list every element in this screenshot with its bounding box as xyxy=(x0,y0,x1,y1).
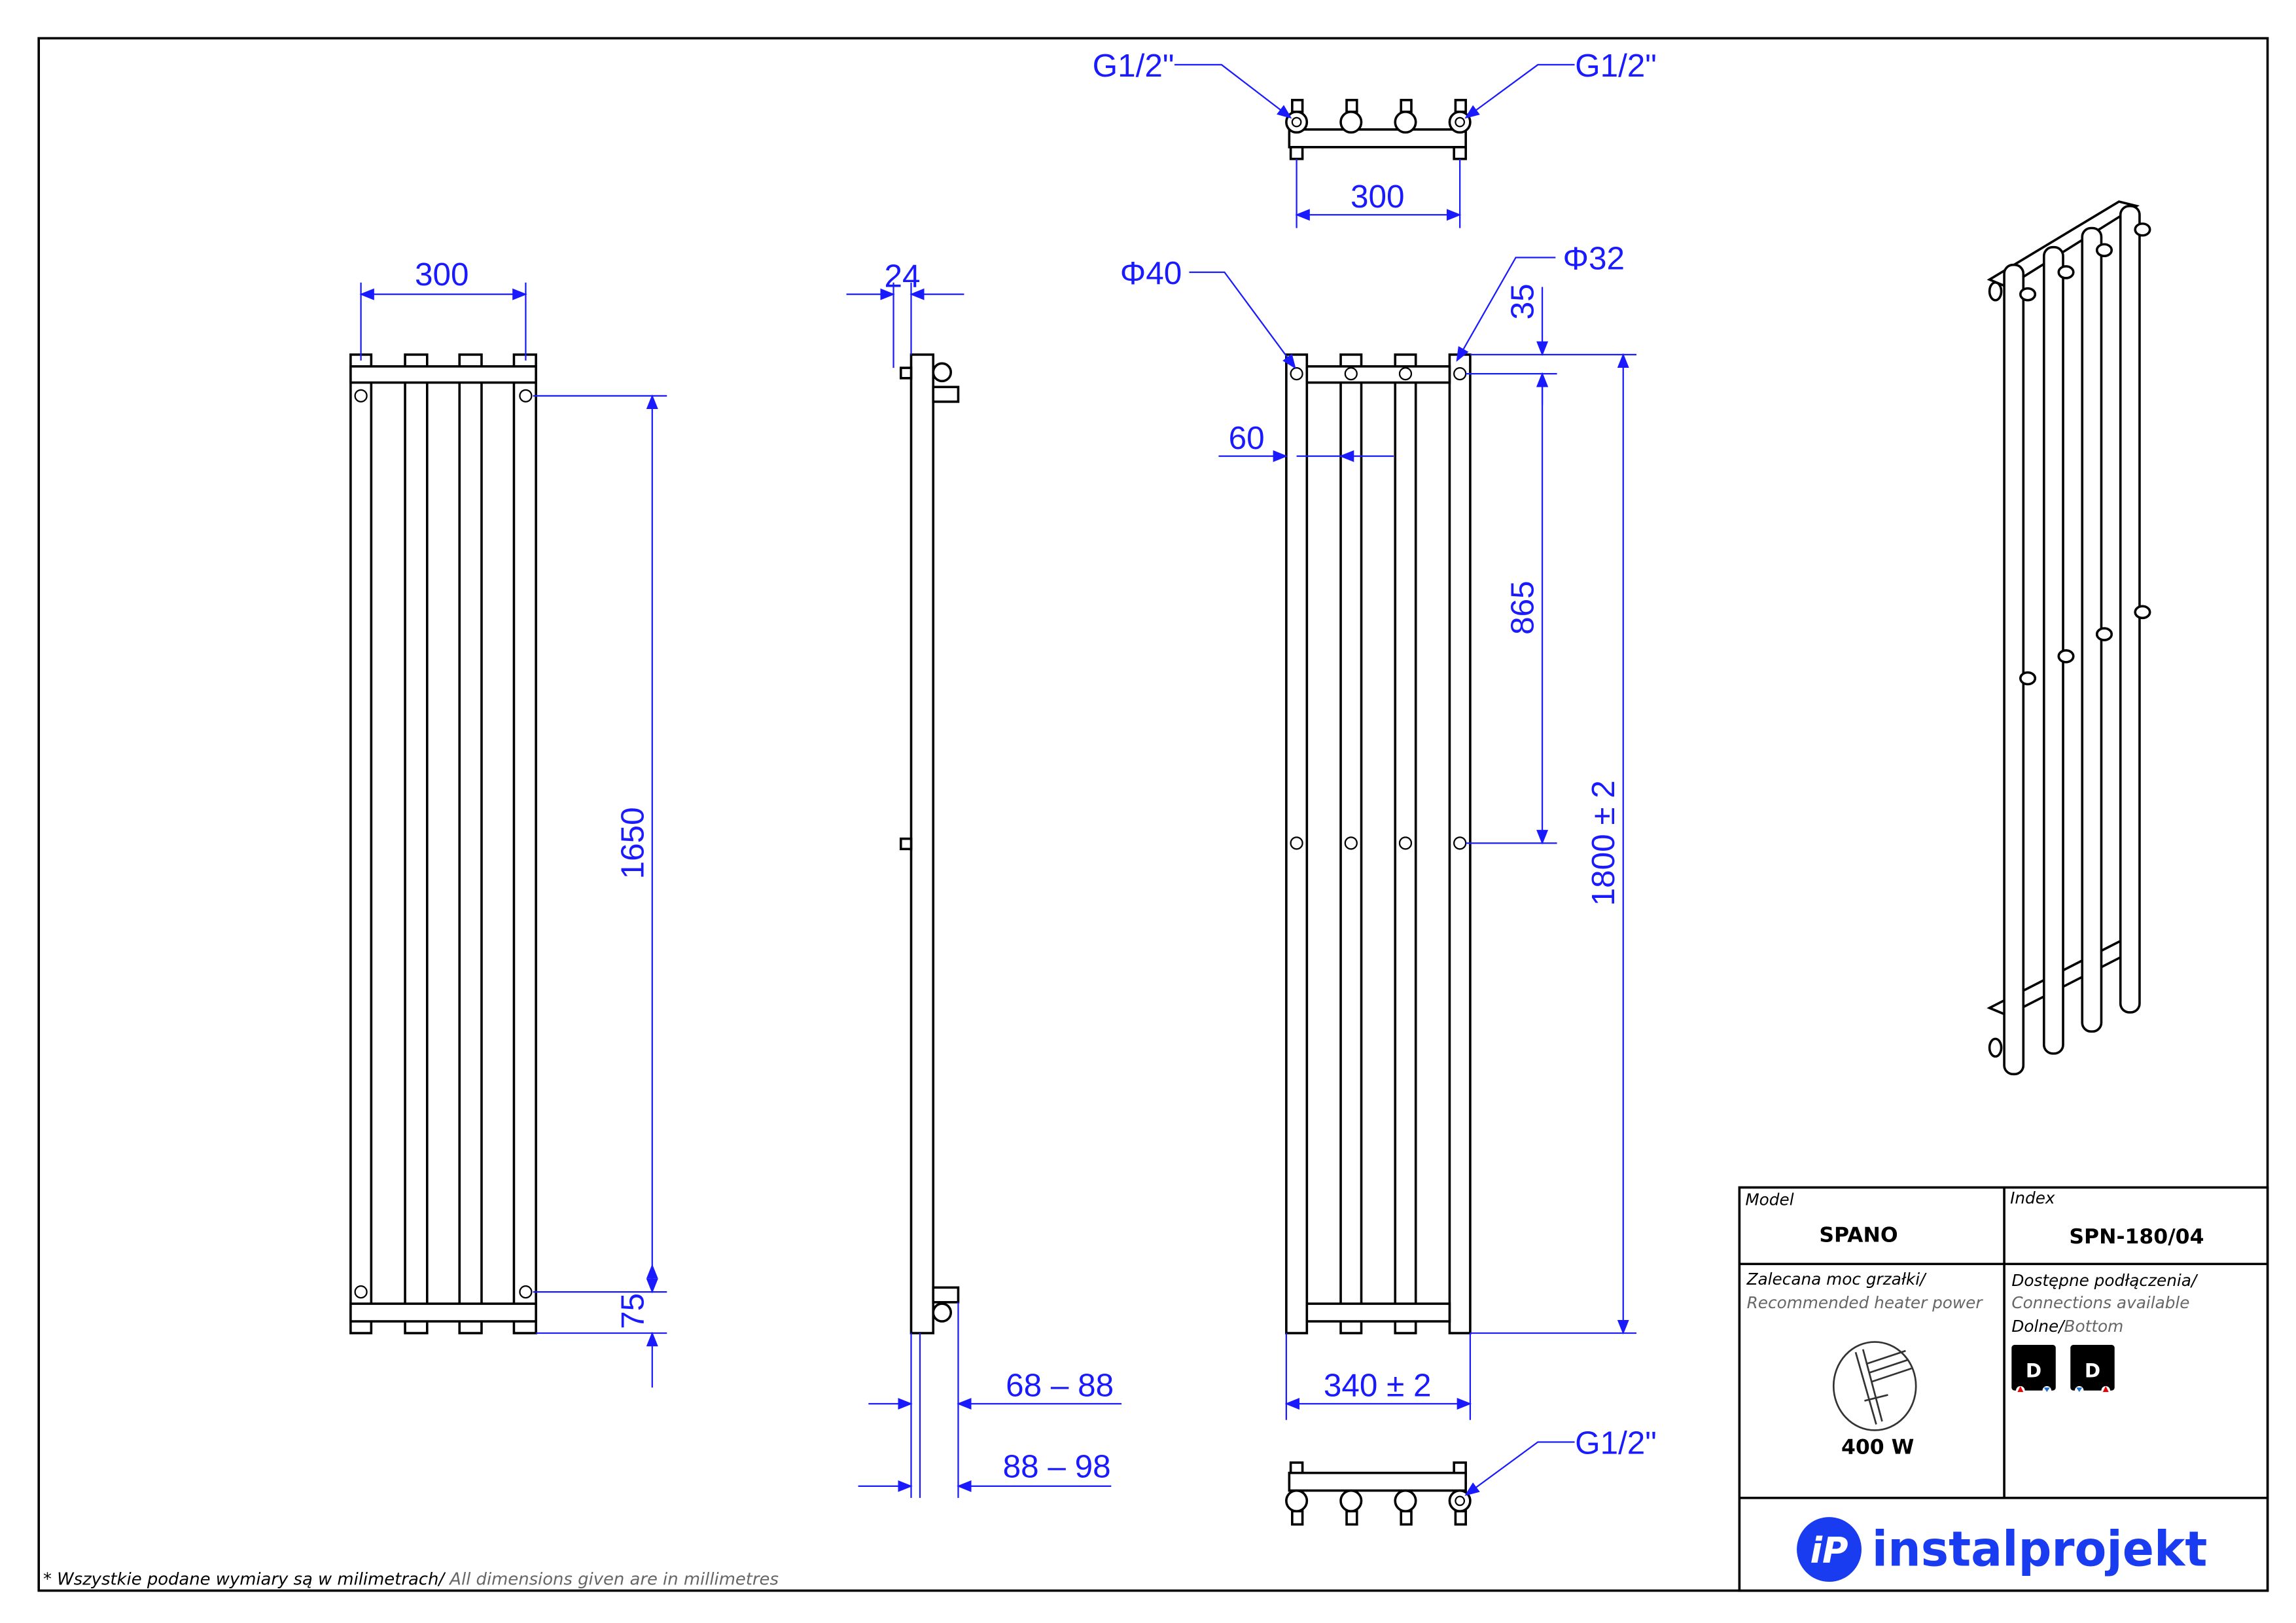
heater-label-en: Recommended heater power xyxy=(1747,1293,1984,1312)
dim-bracket-spacing: 865 xyxy=(1505,580,1541,635)
isometric-view xyxy=(1987,200,2151,1076)
dim-thread-right: G1/2" xyxy=(1575,48,1657,84)
top-view: G1/2" G1/2" 300 xyxy=(1093,48,1657,228)
dim-top-width: 300 xyxy=(1351,179,1405,215)
connections-label-pl: Dostępne podłączenia/ xyxy=(2011,1271,2199,1290)
svg-text:D: D xyxy=(2026,1360,2041,1382)
title-block: Model SPANO Index SPN-180/04 Zalecana mo… xyxy=(1738,1186,2269,1592)
dim-pipe-diameter: Φ40 xyxy=(1120,255,1182,291)
dim-top-offset: 35 xyxy=(1505,283,1541,319)
dim-thread-left: G1/2" xyxy=(1093,48,1174,84)
svg-text:D: D xyxy=(2085,1360,2100,1382)
dim-pipe-spacing: 60 xyxy=(1229,420,1265,456)
dim-side-depth: 24 xyxy=(885,258,921,294)
heater-icon xyxy=(1832,1341,1917,1431)
dim-thread-bottom: G1/2" xyxy=(1575,1425,1657,1461)
dim-front-height: 1650 xyxy=(614,807,650,879)
index-label: Index xyxy=(2010,1188,2055,1207)
dim-side-offset-2: 88 – 98 xyxy=(1003,1448,1111,1484)
rear-view: Φ40 Φ32 60 35 865 1800 ± 2 340 ± 2 xyxy=(1120,240,1636,1420)
drawing-frame xyxy=(37,37,2269,1592)
svg-text:iP: iP xyxy=(1810,1530,1848,1571)
model-value: SPANO xyxy=(1819,1224,1898,1247)
front-view: 300 1650 75 xyxy=(349,257,667,1388)
dim-connector-diameter: Φ32 xyxy=(1563,240,1625,276)
heater-power: 400 W xyxy=(1841,1435,1914,1459)
side-view: 24 68 – 88 88 – 98 xyxy=(846,258,1122,1498)
dim-total-width: 340 ± 2 xyxy=(1324,1368,1432,1404)
brand-name: instalprojekt xyxy=(1872,1521,2208,1577)
dim-front-bottom: 75 xyxy=(614,1293,650,1329)
connections-label-en: Connections available xyxy=(2011,1293,2189,1312)
connection-badge-1: D xyxy=(2011,1345,2056,1395)
model-label: Model xyxy=(1745,1190,1793,1209)
connections-type: Dolne/Bottom xyxy=(2011,1317,2123,1336)
dim-total-height: 1800 ± 2 xyxy=(1585,780,1621,906)
instalprojekt-logo: iP instalprojekt xyxy=(1797,1517,2207,1582)
dim-front-width: 300 xyxy=(415,257,469,293)
bottom-view: G1/2" xyxy=(1285,1425,1657,1526)
connection-badge-2: D xyxy=(2070,1345,2115,1395)
dim-side-offset-1: 68 – 88 xyxy=(1006,1368,1114,1404)
footnote: * Wszystkie podane wymiary są w milimetr… xyxy=(43,1570,779,1590)
index-value: SPN-180/04 xyxy=(2069,1225,2204,1249)
heater-label-pl: Zalecana moc grzałki/ xyxy=(1746,1270,1927,1289)
